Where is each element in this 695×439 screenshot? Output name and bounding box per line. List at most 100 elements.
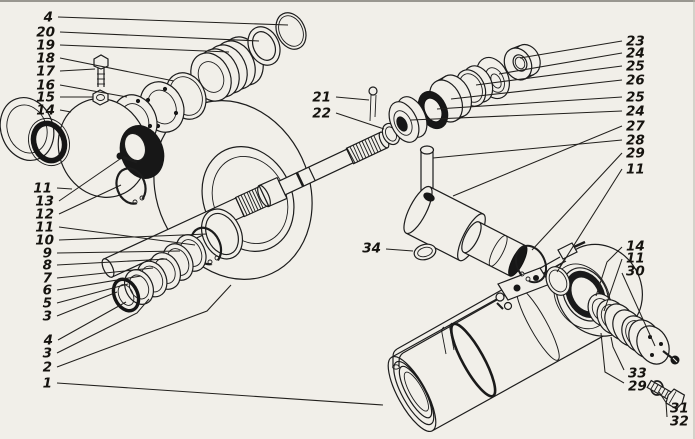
eye-bearing-stack [587,293,680,365]
leader-line [58,233,208,241]
leader-line [57,301,127,341]
leader-line [475,65,623,86]
retaining-ring-29 [514,244,548,286]
leader-line [56,275,142,291]
leader-line [59,31,260,42]
part-number: 11 [35,220,54,236]
callout-14: 14 [36,103,72,119]
leader-line [56,283,129,304]
callout-26: 26 [450,73,645,100]
leader-line [58,158,121,202]
part-number: 11 [33,181,52,197]
grease-fitting-13 [116,152,138,164]
callout-21: 21 [312,90,370,106]
callout-29: 29 [600,332,647,395]
leader-line [56,250,181,254]
callout-17: 17 [36,64,96,80]
callout-23: 23 [519,34,645,59]
callout-11: 11 [35,220,196,246]
part-number: 25 [626,59,645,75]
leader-line [600,332,625,384]
part-number: 30 [626,264,645,280]
callout-32: 32 [665,401,689,430]
tip-thread-ticks [346,135,382,164]
callout-6: 6 [43,275,142,299]
callout-20: 20 [36,25,260,42]
callout-3: 3 [43,291,118,325]
part-number: 5 [43,296,52,312]
part-number: 11 [626,162,645,178]
seal-stack [111,208,244,313]
part-number: 12 [35,207,54,223]
callout-25: 25 [475,59,645,86]
leader-line [56,187,73,190]
callout-24: 24 [498,46,645,75]
leader-line [56,291,118,317]
bearing-rings [0,97,70,167]
callout-5: 5 [43,283,129,312]
leader-line [56,258,168,266]
part-number: 32 [670,414,689,430]
thread-ticks [235,188,264,218]
part-number: 4 [43,10,53,26]
leader-line [385,248,414,252]
leader-line [56,298,150,354]
leader-line [432,139,623,159]
valve-unit [403,145,528,277]
callout-9: 9 [43,246,181,262]
callout-layer: 4201918171615141113121110987653432121223… [33,10,689,430]
leader-line [410,110,623,121]
leader-line [452,125,623,197]
part-number: 27 [626,119,645,135]
dark-bushing [30,120,68,164]
leader-line [436,96,623,110]
callout-2: 2 [43,284,232,376]
nut-15 [92,89,109,106]
callout-4: 4 [43,10,289,26]
leader-line [59,57,175,82]
callout-11: 11 [603,251,645,312]
part-number: 16 [36,78,55,94]
part-number: 25 [626,90,645,106]
callout-31: 31 [658,391,689,417]
leader-line [56,382,384,406]
part-number: 19 [36,38,55,54]
part-number: 24 [626,46,645,62]
leader-line [658,391,668,405]
callout-14: 14 [595,239,645,297]
leader-line [621,272,656,347]
o-ring-34 [413,243,437,261]
bolt-32 [646,379,686,410]
leader-line [57,16,289,26]
callout-11: 11 [556,162,645,273]
part-number: 21 [312,90,331,106]
leader-line [498,52,623,75]
cotter-pin-21 [368,86,378,122]
seal-ring-20 [247,26,281,66]
pin-28 [419,145,435,193]
callout-11: 11 [33,181,73,197]
part-number: 33 [628,366,647,382]
part-number: 3 [43,309,52,325]
part-number: 1 [43,376,52,392]
leader-line [335,96,370,101]
part-number: 34 [362,241,381,257]
leader-line [59,68,96,72]
callout-28: 28 [432,133,645,159]
retaining-ring-12 [115,167,149,210]
callout-22: 22 [312,106,385,130]
callout-10: 10 [35,233,208,249]
part-number: 26 [626,73,645,89]
part-number: 9 [43,246,52,262]
leader-line [59,44,230,53]
part-number: 13 [35,194,54,210]
part-number: 14 [626,239,645,255]
part-number: 23 [626,34,645,50]
part-number: 29 [628,379,647,395]
callout-29: 29 [531,146,645,251]
leader-line [56,284,232,368]
callout-33: 33 [610,336,647,382]
leader-line [58,226,196,246]
callout-3: 3 [43,298,150,362]
